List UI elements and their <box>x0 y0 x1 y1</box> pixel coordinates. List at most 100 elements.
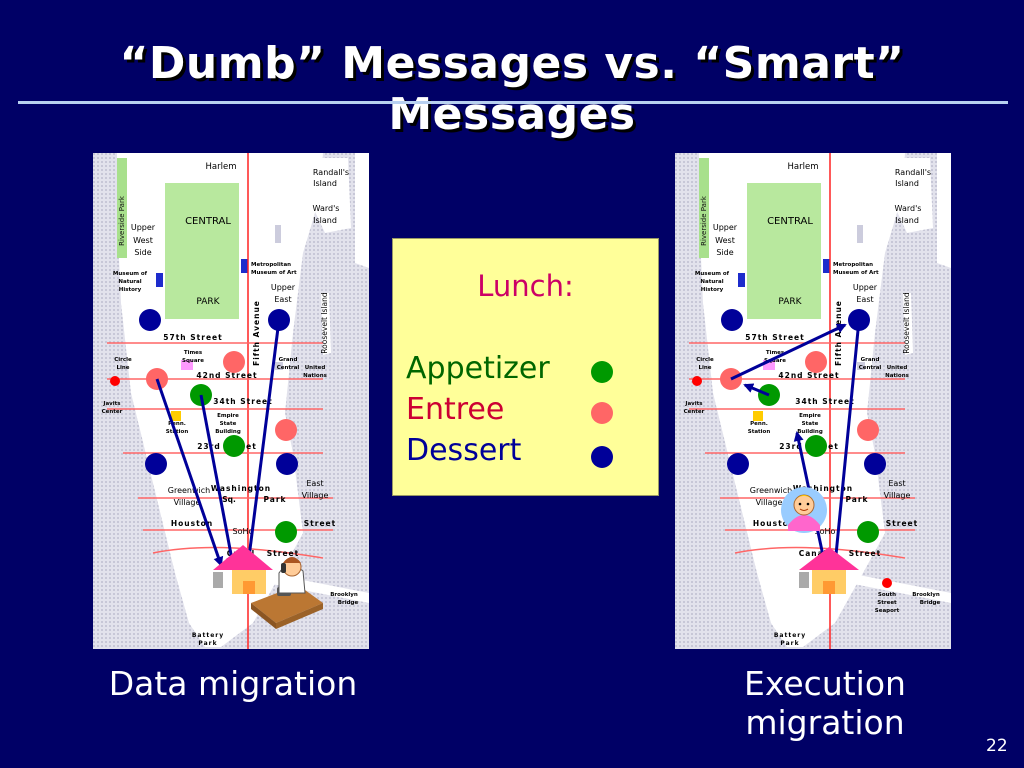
grand-central-block <box>857 362 865 370</box>
label-fifth-avenue: Fifth Avenue <box>834 300 843 366</box>
randalls-island-shape <box>308 158 351 233</box>
execution-migration-map: Harlem Riverside Park Randall's Island W… <box>675 153 951 649</box>
label-grand-2: Central <box>277 365 300 371</box>
label-met-2: Museum of Art <box>251 270 297 276</box>
dessert-legend-dot <box>591 446 613 468</box>
grand-central-block <box>275 362 283 370</box>
travel-arrow <box>730 323 847 381</box>
label-randalls-1: Randall's <box>313 168 349 177</box>
label-brooklyn-1: Brooklyn <box>912 592 940 598</box>
label-randalls-2: Island <box>313 179 337 188</box>
penn-station-block <box>753 411 763 421</box>
label-houston-street: Street <box>304 519 336 528</box>
dessert-dot <box>721 309 743 331</box>
times-square-block <box>763 360 775 370</box>
house-door-icon <box>243 581 255 594</box>
label-amnh-2: Natural <box>118 279 141 285</box>
appetizer-dot <box>275 521 297 543</box>
label-amnh-1: Museum of <box>695 271 730 277</box>
label-times-1: Times <box>766 350 785 356</box>
label-upper-west-1: Upper <box>713 223 738 232</box>
label-battery-1: Battery <box>774 632 806 639</box>
house-roof-icon <box>799 547 859 570</box>
brooklyn-shore <box>241 568 369 603</box>
page-number: 22 <box>986 736 1008 756</box>
label-canal-street: Street <box>267 549 299 558</box>
label-penn-2: Station <box>748 429 771 435</box>
label-amnh-2: Natural <box>700 279 723 285</box>
menu-item-dessert: Dessert <box>406 433 522 468</box>
menu-item-entree: Entree <box>406 392 505 427</box>
amnh-marker <box>738 273 745 287</box>
label-34th-street: 34th Street <box>795 397 854 406</box>
dessert-dot <box>145 453 167 475</box>
label-javits-2: Center <box>684 409 705 415</box>
label-empire-1: Empire <box>217 413 239 419</box>
canal-street-line <box>734 546 906 559</box>
label-park: PARK <box>196 297 220 307</box>
label-seaport-2: Street <box>877 600 897 606</box>
label-houston-street: Street <box>886 519 918 528</box>
entree-dot <box>275 419 297 441</box>
label-grand-2: Central <box>859 365 882 371</box>
entree-dot <box>857 419 879 441</box>
dessert-dot <box>727 453 749 475</box>
dessert-dot <box>139 309 161 331</box>
label-times-2: Square <box>764 358 786 364</box>
label-east-village-2: Village <box>302 491 329 500</box>
label-circle-2: Line <box>698 365 711 371</box>
city-hall-block <box>799 572 809 588</box>
label-upper-east-2: East <box>274 295 291 304</box>
met-museum-block <box>275 225 281 243</box>
label-riverside-park: Riverside Park <box>118 195 126 246</box>
label-canal-street: Street <box>849 549 881 558</box>
house-door-icon <box>823 581 835 594</box>
label-penn-2: Station <box>166 429 189 435</box>
fetch-arrow <box>199 394 237 567</box>
met-museum-block <box>857 225 863 243</box>
label-wards-2: Island <box>313 216 337 225</box>
queens-shore <box>355 153 369 268</box>
label-un-2: Nations <box>303 373 328 379</box>
label-washington-1: Washington <box>793 484 853 493</box>
dessert-dot <box>864 453 886 475</box>
riverside-park-area <box>117 158 127 258</box>
label-battery-2: Park <box>780 640 799 647</box>
label-houston: Houston <box>171 519 213 528</box>
label-riverside-park: Riverside Park <box>700 195 708 246</box>
label-soho: SoHo <box>233 527 254 536</box>
label-42nd-street: 42nd Street <box>778 371 839 380</box>
label-circle-1: Circle <box>696 357 714 363</box>
label-57th-street: 57th Street <box>745 333 804 342</box>
label-wards-2: Island <box>895 216 919 225</box>
penn-station-block <box>171 411 181 421</box>
house-roof-icon <box>213 545 273 570</box>
amnh-marker <box>156 273 163 287</box>
label-roosevelt: Roosevelt Island <box>320 292 329 354</box>
person-at-desk-icon <box>251 557 323 629</box>
menu-title: Lunch: <box>477 269 574 303</box>
appetizer-dot <box>223 435 245 457</box>
label-met-1: Metropolitan <box>251 262 291 268</box>
label-upper-west-3: Side <box>134 248 151 257</box>
circle-line-marker <box>110 376 120 386</box>
lunch-menu-box: Lunch: Appetizer Entree Dessert <box>392 238 659 496</box>
label-times-2: Square <box>182 358 204 364</box>
slide-title: “Dumb” Messages vs. “Smart” Messages <box>119 38 905 140</box>
label-brooklyn-2: Bridge <box>338 600 359 606</box>
label-empire-2: State <box>802 421 819 427</box>
travel-arrow <box>743 383 770 397</box>
label-empire-1: Empire <box>799 413 821 419</box>
seaport-marker <box>882 578 892 588</box>
label-empire-2: State <box>220 421 237 427</box>
label-central: CENTRAL <box>767 216 813 227</box>
label-washington-3: Park <box>845 495 868 504</box>
title-underline <box>18 101 1008 104</box>
appetizer-dot <box>805 435 827 457</box>
label-upper-west-3: Side <box>716 248 733 257</box>
label-57th-street: 57th Street <box>163 333 222 342</box>
label-upper-east-1: Upper <box>853 283 878 292</box>
label-met-1: Metropolitan <box>833 262 873 268</box>
randalls-island-shape <box>890 158 933 233</box>
appetizer-dot <box>857 521 879 543</box>
